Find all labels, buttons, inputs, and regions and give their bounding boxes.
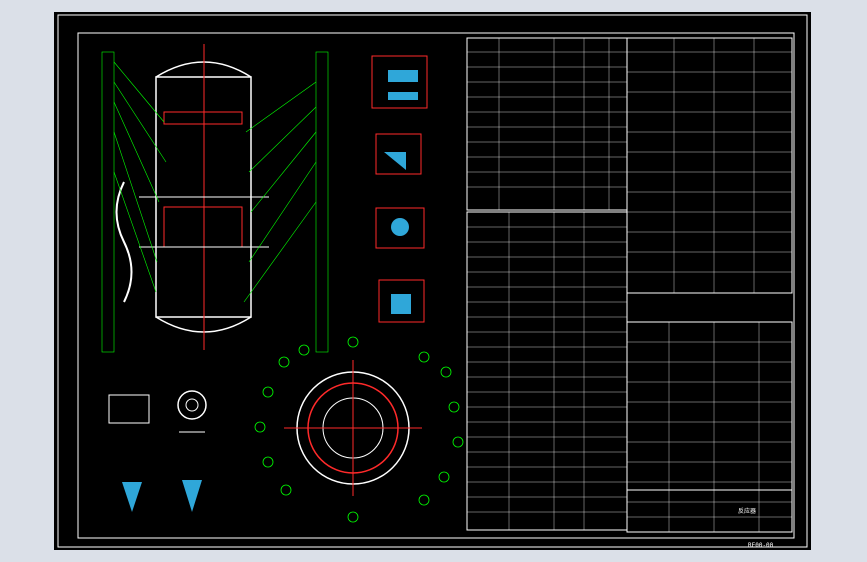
sheet-border <box>57 14 808 548</box>
vessel-plan-view[interactable] <box>254 336 464 523</box>
detail-views[interactable] <box>371 55 428 323</box>
design-tables[interactable] <box>466 37 793 533</box>
drawing-title: 反应器 <box>738 508 757 515</box>
lower-left-details[interactable] <box>108 390 207 512</box>
drawing-number: RE00-00 <box>748 542 774 549</box>
drawing-svg[interactable] <box>54 12 811 550</box>
drawing-sheet[interactable]: 反应器 RE00-00 <box>54 12 811 550</box>
inner-border <box>77 32 795 539</box>
vessel-elevation[interactable] <box>101 44 329 353</box>
